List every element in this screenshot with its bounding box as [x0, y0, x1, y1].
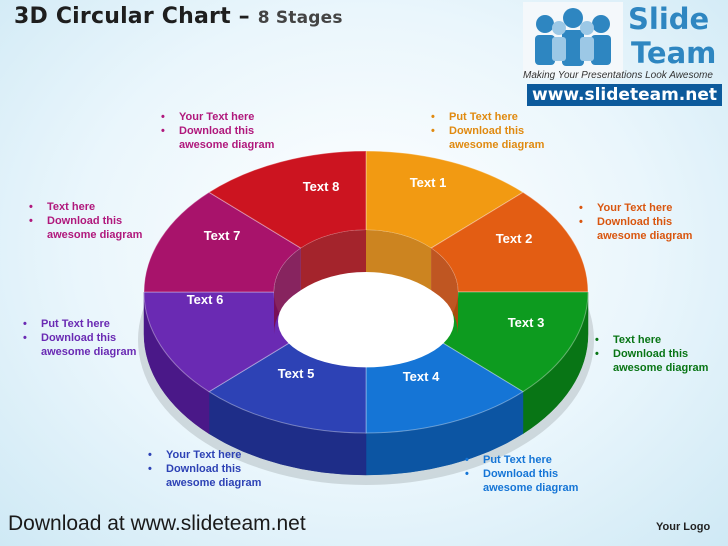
segment-label-5: Text 5: [278, 366, 315, 381]
segment-label-6: Text 6: [187, 292, 224, 307]
note-line: awesome diagram: [47, 229, 143, 241]
note-line: awesome diagram: [166, 477, 262, 489]
note-line: Your Text here: [157, 110, 274, 124]
segment-label-8: Text 8: [303, 179, 340, 194]
segment-inner-wall-8: [300, 230, 366, 291]
note-line: Put Text here: [461, 453, 578, 467]
note-line: Download this: [144, 462, 261, 476]
note-line: Download this: [25, 214, 142, 228]
note-line: Text here: [25, 200, 142, 214]
note-line: Download this: [157, 124, 274, 138]
logo-url: www.slideteam.net: [527, 84, 723, 106]
slideteam-logo: Slide Team Making Your Presentations Loo…: [513, 0, 728, 108]
logo-brand-line1: Slide: [628, 2, 710, 36]
title-main: 3D Circular Chart –: [14, 4, 250, 29]
note-line: Your Text here: [575, 201, 692, 215]
team-people-icon: [523, 2, 623, 78]
segment-label-4: Text 4: [403, 369, 440, 384]
note-line: awesome diagram: [613, 362, 709, 374]
segment-label-3: Text 3: [508, 315, 545, 330]
page-title: 3D Circular Chart – 8 Stages: [14, 4, 343, 29]
title-sub: 8 Stages: [257, 8, 343, 28]
note-line: Download this: [19, 331, 136, 345]
ring-hole-floor: [278, 275, 454, 368]
segment-inner-wall-1: [366, 230, 432, 291]
segment-label-7: Text 7: [204, 228, 241, 243]
note-line: Download this: [575, 215, 692, 229]
note-line: awesome diagram: [597, 230, 693, 242]
note-line: Put Text here: [427, 110, 544, 124]
footer-logo-placeholder: Your Logo: [656, 521, 711, 533]
segment-label-2: Text 2: [496, 231, 533, 246]
note-line: Text here: [591, 333, 708, 347]
note-line: awesome diagram: [41, 346, 137, 358]
segment-inner-wall-7: [274, 248, 301, 334]
note-line: Download this: [461, 467, 578, 481]
note-line: Put Text here: [19, 317, 136, 331]
note-line: awesome diagram: [449, 139, 545, 151]
note-line: awesome diagram: [179, 139, 275, 151]
segment-label-1: Text 1: [410, 175, 447, 190]
note-line: Download this: [427, 124, 544, 138]
note-line: awesome diagram: [483, 482, 579, 494]
note-line: Your Text here: [144, 448, 261, 462]
footer-download-text: Download at www.slideteam.net: [8, 512, 306, 535]
logo-tagline: Making Your Presentations Look Awesome: [523, 70, 713, 81]
segment-inner-wall-2: [431, 248, 458, 334]
logo-brand-line2: Team: [631, 36, 717, 70]
note-line: Download this: [591, 347, 708, 361]
